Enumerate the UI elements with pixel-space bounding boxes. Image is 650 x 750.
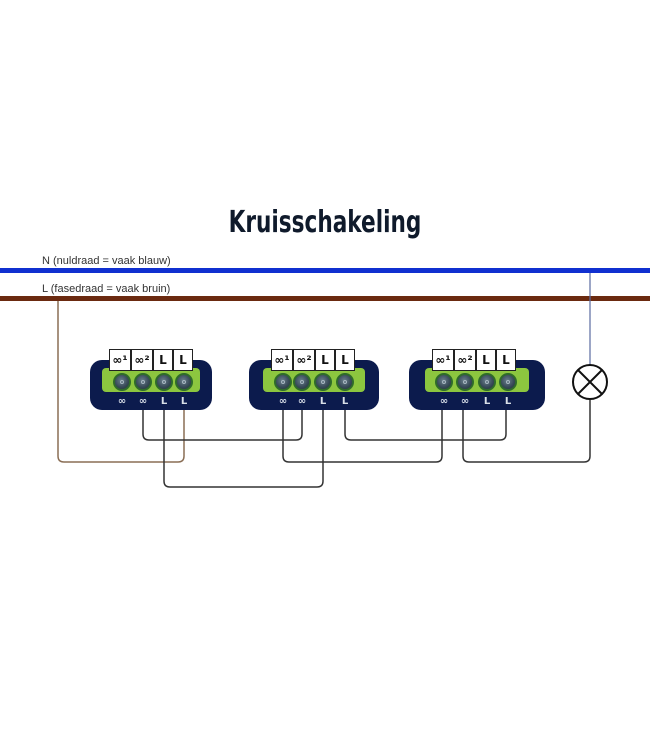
terminal-screw[interactable] bbox=[155, 373, 173, 391]
wire-traveler-b1 bbox=[163, 390, 324, 488]
wire-switched-live bbox=[462, 390, 591, 463]
bottom-label: ∞ bbox=[278, 396, 288, 407]
lamp-icon bbox=[572, 364, 608, 400]
wire-traveler-b2 bbox=[344, 390, 507, 441]
neutral-rail-label: N (nuldraad = vaak blauw) bbox=[42, 255, 171, 267]
bottom-label: ∞ bbox=[297, 396, 307, 407]
terminal-screw[interactable] bbox=[456, 373, 474, 391]
bottom-label: L bbox=[483, 396, 491, 407]
wire-traveler-a1 bbox=[142, 390, 303, 441]
terminal-screw[interactable] bbox=[478, 373, 496, 391]
label-live-2: L bbox=[496, 349, 516, 371]
label-traveler-1: ∞¹ bbox=[109, 349, 131, 371]
terminal-screw[interactable] bbox=[293, 373, 311, 391]
terminal-screw[interactable] bbox=[274, 373, 292, 391]
bottom-label: ∞ bbox=[439, 396, 449, 407]
bottom-label: ∞ bbox=[138, 396, 148, 407]
label-traveler-1: ∞¹ bbox=[432, 349, 454, 371]
bottom-label: L bbox=[180, 396, 188, 407]
label-traveler-2: ∞² bbox=[454, 349, 476, 371]
bottom-label: L bbox=[160, 396, 168, 407]
label-traveler-2: ∞² bbox=[131, 349, 153, 371]
live-rail-label: L (fasedraad = vaak bruin) bbox=[42, 283, 171, 295]
wire-traveler-a2 bbox=[282, 390, 443, 463]
terminal-screw[interactable] bbox=[113, 373, 131, 391]
terminal-screw[interactable] bbox=[435, 373, 453, 391]
label-live-2: L bbox=[173, 349, 193, 371]
label-traveler-2: ∞² bbox=[293, 349, 315, 371]
diagram-title: Kruisschakeling bbox=[228, 205, 422, 240]
label-traveler-1: ∞¹ bbox=[271, 349, 293, 371]
switch-2[interactable]: ∞¹ ∞² L L ∞ ∞ L L bbox=[249, 349, 379, 411]
bottom-label: L bbox=[504, 396, 512, 407]
switch-3[interactable]: ∞¹ ∞² L L ∞ ∞ L L bbox=[409, 349, 545, 411]
live-rail bbox=[0, 296, 650, 301]
bottom-label: ∞ bbox=[117, 396, 127, 407]
label-live-1: L bbox=[153, 349, 173, 371]
bottom-label: L bbox=[341, 396, 349, 407]
label-live-1: L bbox=[315, 349, 335, 371]
bottom-label: L bbox=[319, 396, 327, 407]
terminal-screw[interactable] bbox=[499, 373, 517, 391]
label-live-1: L bbox=[476, 349, 496, 371]
switch-1[interactable]: ∞¹ ∞² L L ∞ ∞ L L bbox=[90, 349, 212, 411]
label-live-2: L bbox=[335, 349, 355, 371]
terminal-screw[interactable] bbox=[134, 373, 152, 391]
terminal-screw[interactable] bbox=[336, 373, 354, 391]
wire-live-feed bbox=[57, 301, 185, 463]
terminal-screw[interactable] bbox=[175, 373, 193, 391]
terminal-screw[interactable] bbox=[314, 373, 332, 391]
bottom-label: ∞ bbox=[460, 396, 470, 407]
neutral-rail bbox=[0, 268, 650, 273]
